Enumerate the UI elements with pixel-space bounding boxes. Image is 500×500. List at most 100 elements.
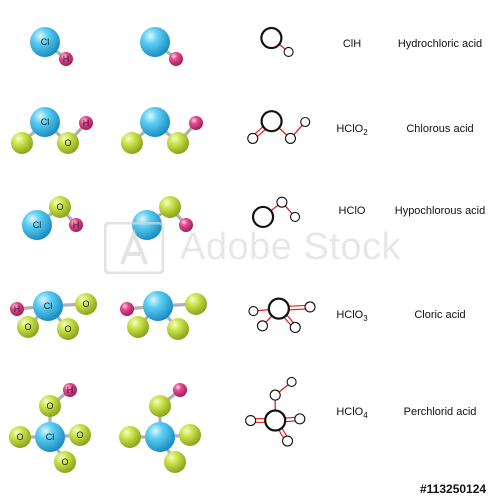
atom-symbol-label: O [61,457,68,467]
hydrogen-atom [10,302,24,316]
oxygen-atom [164,451,186,473]
atom-symbol-label: O [16,432,23,442]
chlorine-outline-atom [267,297,290,320]
oxygen-atom [39,395,61,417]
atom-symbol-label: H [83,118,90,128]
hydrogen-atom [179,218,193,232]
atom-symbol-label: O [76,430,83,440]
chlorine-atom [145,422,175,452]
oxygen-outline-atom [247,132,259,144]
chlorine-atom [33,291,63,321]
formula-base: HClO [336,123,364,135]
atom-symbol-label: H [73,220,80,230]
hydrogen-atom [169,52,183,66]
oxygen-atom [57,318,79,340]
oxygen-atom [121,132,143,154]
atom-symbol-label: O [64,138,71,148]
formula-subscript: 4 [363,411,368,421]
oxygen-outline-atom [289,321,301,334]
atom-symbol-label: Cl [46,432,55,442]
oxygen-atom [17,316,39,338]
chlorine-atom [140,27,170,57]
formula-base: HClO [338,205,366,217]
hydrogen-atom [63,383,77,397]
molecule-name: Perchlorid acid [403,406,477,418]
molecule-formula: HClO3 [336,309,367,323]
atom-symbol-label: Cl [44,301,53,311]
molecule-name: Chlorous acid [406,123,474,135]
oxygen-atom [57,132,79,154]
oxygen-outline-atom [294,413,306,425]
atom-symbol-label: Cl [41,117,50,127]
formula-base: HClO [336,309,364,321]
atom-symbol-label: Cl [33,220,42,230]
hydrogen-atom [120,302,134,316]
chlorine-atom [143,291,173,321]
hydrogen-outline-atom [300,116,311,128]
oxygen-atom [54,451,76,473]
molecule-name: Hydrochloric acid [397,38,483,50]
adobe-logo-icon [104,222,164,274]
formula-base: ClH [342,38,362,50]
oxygen-atom [69,424,91,446]
hydrogen-outline-atom [283,46,294,58]
hydrogen-outline-atom [289,211,301,222]
molecule-formula: ClH [343,38,361,50]
oxygen-atom [167,318,189,340]
atom-symbol-label: O [56,202,63,212]
formula-subscript: 3 [363,314,368,324]
molecule-name: Cloric acid [414,309,466,321]
chlorine-atom [35,422,65,452]
chlorine-atom [30,27,60,57]
oxygen-atom [9,426,31,448]
atom-symbol-label: O [24,322,31,332]
oxygen-atom [149,395,171,417]
oxygen-atom [49,196,71,218]
watermark-text: Adobe Stock [180,226,401,268]
molecule-formula: HClO4 [336,406,367,420]
atom-symbol-label: O [46,401,53,411]
watermark: Adobe Stock [104,222,404,274]
oxygen-outline-atom [276,196,288,208]
hydrogen-outline-atom [248,306,259,317]
oxygen-atom [167,132,189,154]
molecule-name: Hypochlorous acid [394,205,486,217]
oxygen-atom [119,426,141,448]
molecule-formula: HClO [339,205,366,217]
formula-base: HClO [336,406,364,418]
chlorine-outline-atom [260,110,283,133]
oxygen-atom [127,316,149,338]
chlorine-atom [30,107,60,137]
stock-id: #113250124 [420,482,487,496]
molecule-formula: HClO2 [336,123,367,137]
oxygen-atom [75,293,97,315]
oxygen-outline-atom [269,389,281,401]
chlorine-outline-atom [260,26,283,50]
oxygen-outline-atom [281,435,294,447]
oxygen-outline-atom [304,301,316,313]
chlorine-outline-atom [251,205,275,229]
chlorine-atom [22,210,52,240]
oxygen-outline-atom [245,414,257,427]
hydrogen-atom [59,52,73,66]
hydrogen-atom [173,383,187,397]
atom-symbol-label: O [82,299,89,309]
atom-symbol-label: H [14,304,21,314]
atom-symbol-label: H [67,385,74,395]
atom-symbol-label: H [63,54,70,64]
hydrogen-atom [189,116,203,130]
chlorine-atom [140,107,170,137]
hydrogen-atom [79,116,93,130]
oxygen-outline-atom [284,132,297,144]
oxygen-atom [185,293,207,315]
oxygen-atom [179,424,201,446]
hydrogen-atom [69,218,83,232]
oxygen-atom [159,196,181,218]
atom-symbol-label: O [64,324,71,334]
hydrogen-outline-atom [286,376,297,388]
oxygen-outline-atom [256,320,269,332]
chlorine-outline-atom [264,409,287,432]
chlorine-atom [132,210,162,240]
atom-symbol-label: Cl [41,37,50,47]
